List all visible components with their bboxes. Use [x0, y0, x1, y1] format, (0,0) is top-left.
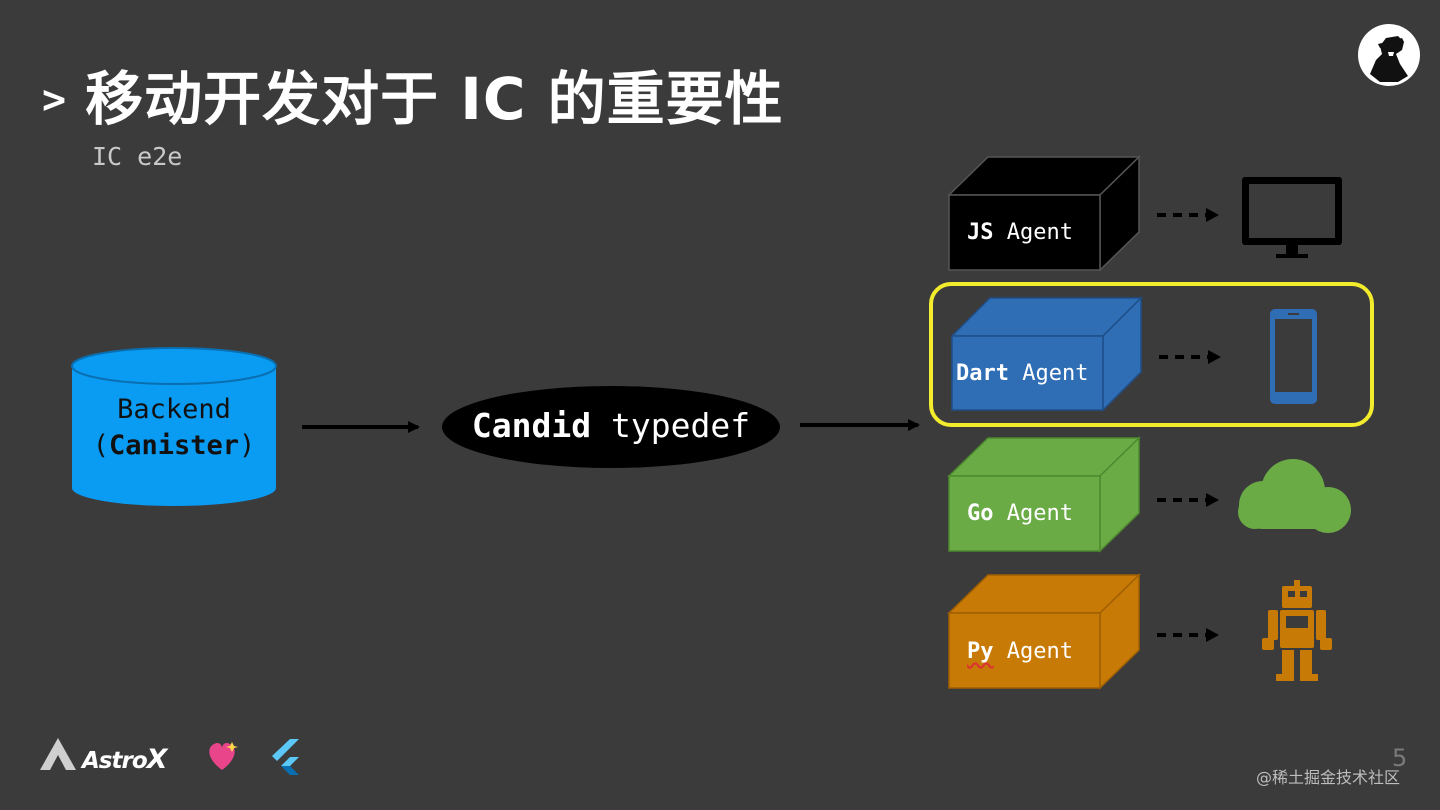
candid-label: Candid typedef: [442, 406, 780, 445]
backend-cylinder: [71, 347, 277, 506]
js-agent-label: JS Agent: [967, 220, 1073, 245]
cloud-icon: [1238, 459, 1351, 533]
watermark: @稀土掘金技术社区: [1256, 768, 1401, 787]
sparkling-heart-icon: [209, 742, 238, 770]
astrox-brand-text: AstroX: [82, 744, 167, 775]
js-agent-box: [947, 155, 1141, 272]
dashed-arrow-py: [1157, 628, 1219, 642]
py-agent-label: Py Agent: [967, 639, 1073, 664]
slide-subtitle: IC e2e: [92, 142, 183, 171]
candid-ellipse: [442, 386, 780, 468]
slide-title: > 移动开发对于 IC 的重要性: [42, 52, 784, 136]
backend-line2: (Canister): [92, 430, 256, 461]
dart-agent-label: Dart Agent: [956, 361, 1089, 386]
dashed-arrow-js: [1157, 208, 1219, 222]
flutter-logo-icon: [272, 739, 299, 775]
dashed-arrow-go: [1157, 493, 1219, 507]
page-number: 5: [1392, 744, 1408, 772]
py-agent-box: [947, 573, 1141, 690]
backend-line1: Backend: [117, 394, 231, 425]
canister-text: Canister: [108, 430, 240, 461]
dashed-arrow-dart: [1159, 350, 1221, 364]
title-text: 移动开发对于 IC 的重要性: [85, 65, 784, 133]
candid-bold: Candid: [471, 406, 592, 445]
go-agent-label: Go Agent: [967, 501, 1073, 526]
smartphone-icon: [1270, 309, 1317, 404]
go-agent-box: [947, 436, 1141, 553]
desktop-monitor-icon: [1242, 177, 1342, 258]
candid-rest: typedef: [591, 406, 751, 445]
astrox-logo-icon: [40, 738, 76, 770]
highlight-frame: [929, 282, 1374, 427]
avatar: [1358, 24, 1420, 86]
backend-label: Backend (Canister): [72, 392, 276, 464]
prompt-symbol: >: [42, 77, 68, 123]
dart-agent-box: [950, 296, 1143, 412]
robot-icon: [1262, 580, 1332, 681]
